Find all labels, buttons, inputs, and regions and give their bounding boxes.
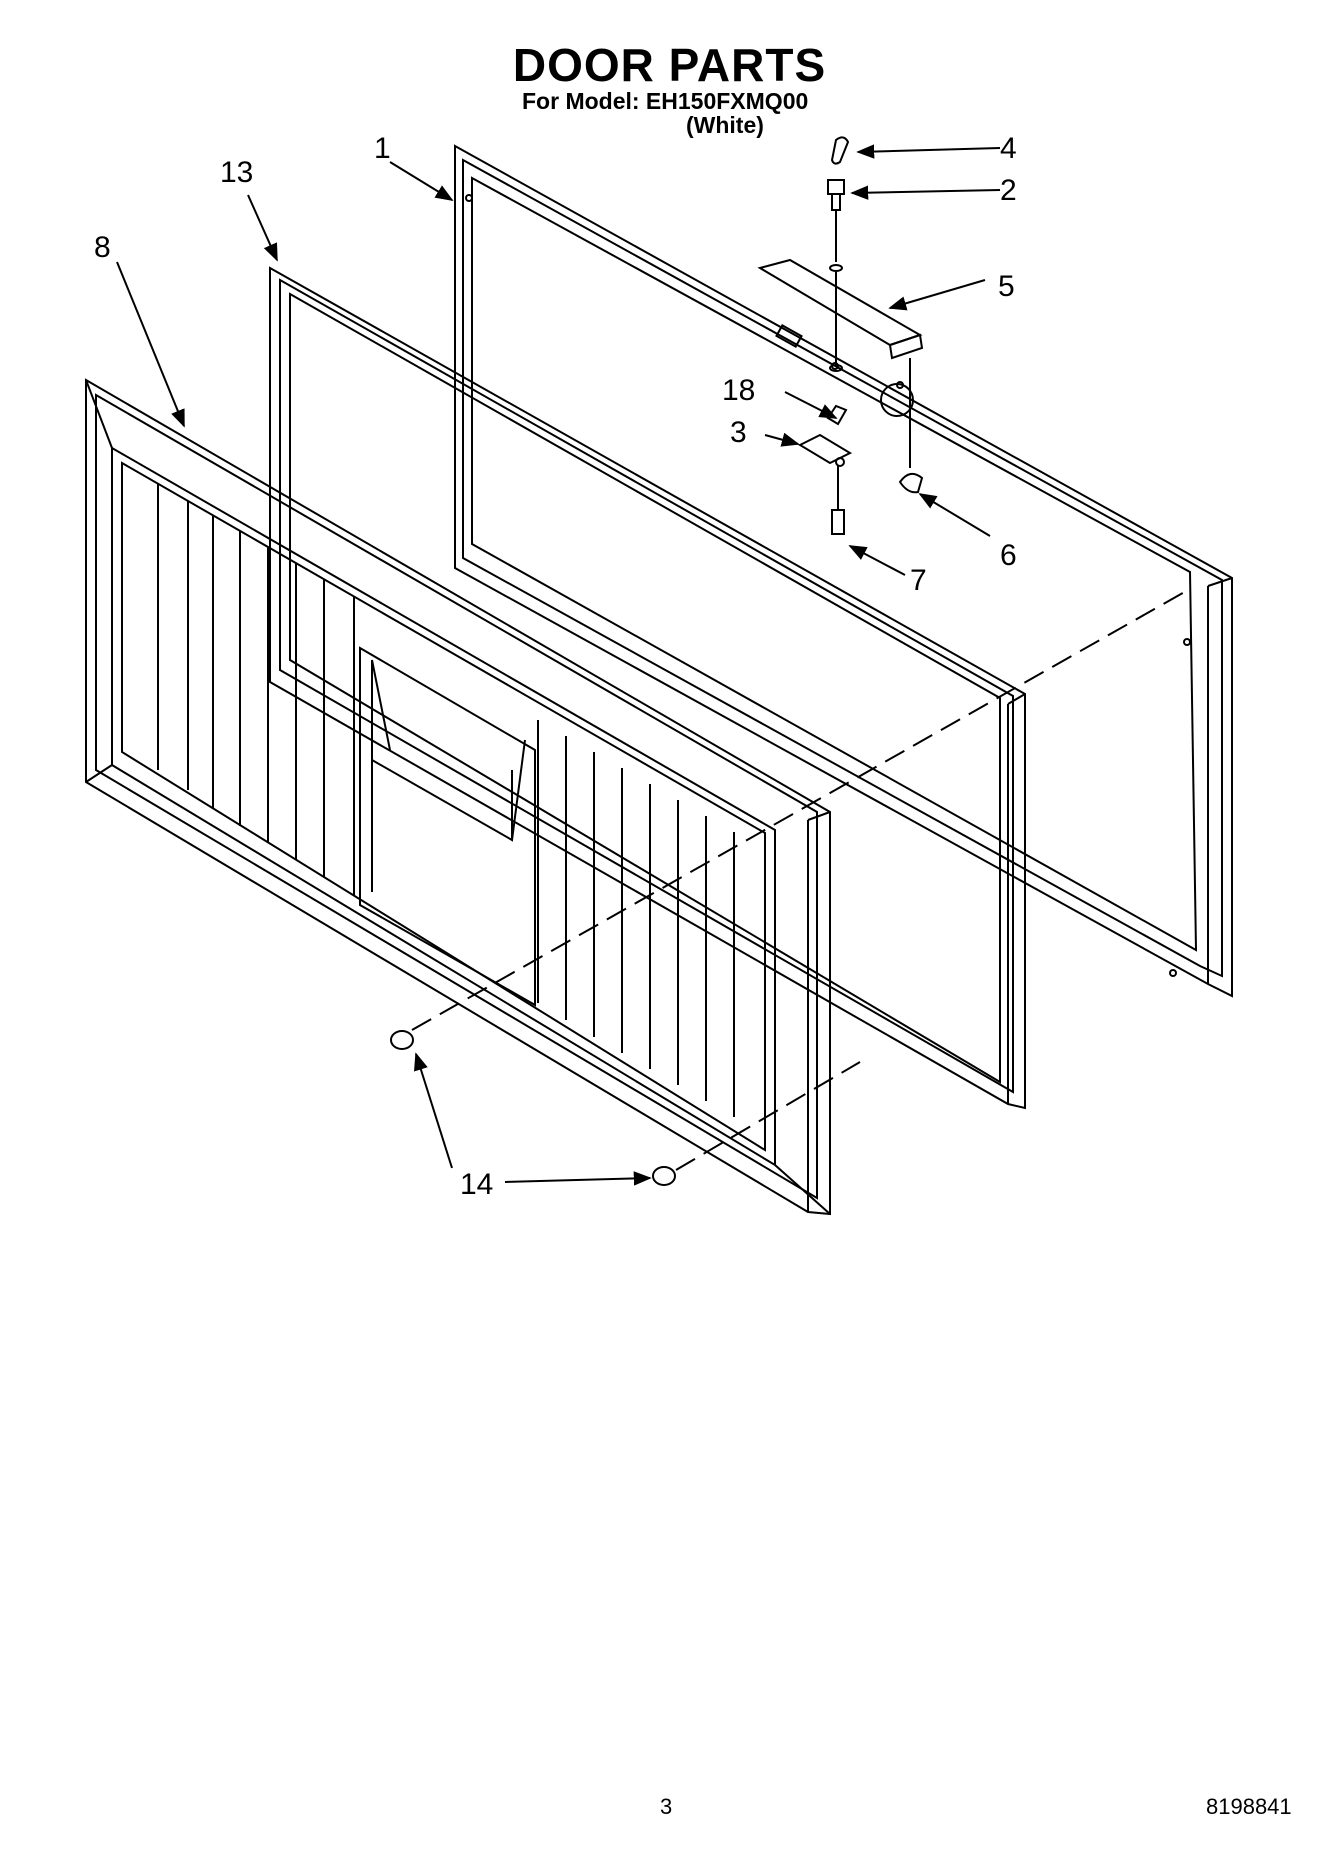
hardware-parts	[390, 136, 924, 1186]
document-number: 8198841	[1206, 1794, 1292, 1819]
callout-6: 6	[1000, 539, 1017, 572]
callout-18: 18	[722, 374, 755, 407]
callout-7: 7	[910, 564, 927, 597]
callout-13: 13	[220, 156, 253, 189]
callout-4: 4	[1000, 132, 1017, 165]
callout-3: 3	[730, 416, 747, 449]
callout-2: 2	[1000, 174, 1017, 207]
callout-leaders	[116, 144, 1001, 1186]
callout-14: 14	[460, 1168, 493, 1201]
callout-1: 1	[374, 132, 391, 165]
door-gasket	[269, 266, 1026, 1110]
door-liner-frame	[454, 144, 1233, 998]
model-line: For Model: EH150FXMQ00	[522, 88, 809, 114]
outer-door-panel	[85, 378, 831, 1216]
color-line: (White)	[686, 112, 764, 138]
callout-8: 8	[94, 231, 111, 264]
alignment-lines	[411, 589, 1189, 1171]
page-number: 3	[660, 1794, 673, 1819]
callout-5: 5	[998, 270, 1015, 303]
page-title: DOOR PARTS	[512, 39, 827, 91]
